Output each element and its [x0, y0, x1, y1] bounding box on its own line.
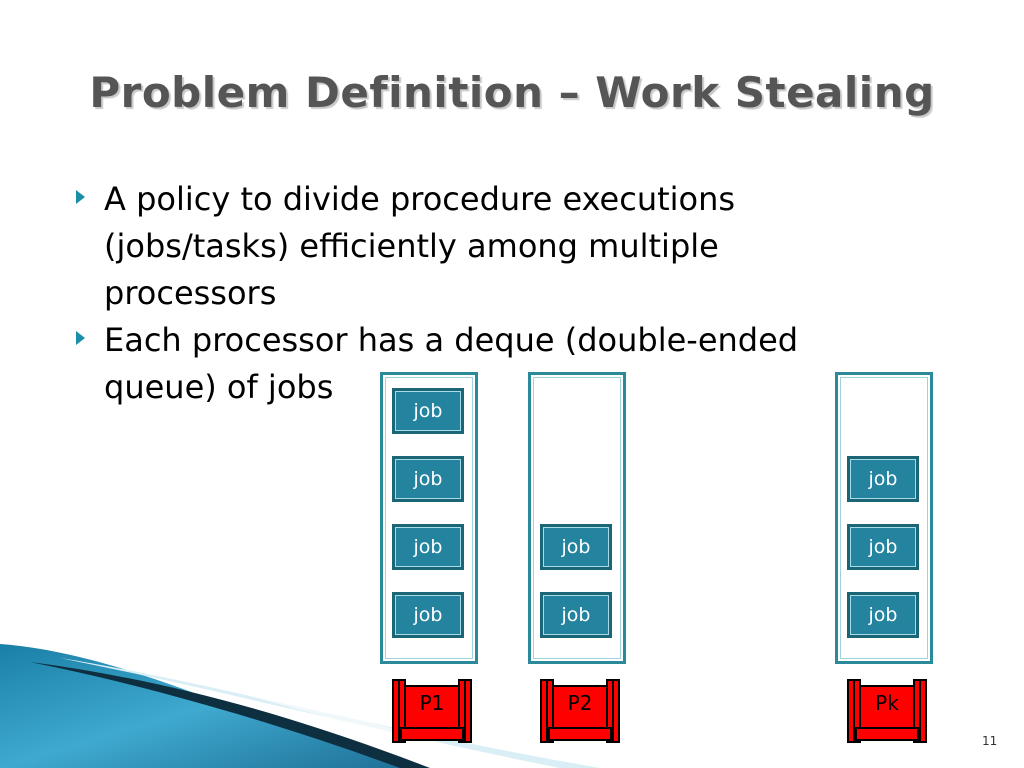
bullet-text: Each processor has a deque (double-ended…	[104, 321, 799, 406]
bullet-arrow-icon	[76, 331, 85, 345]
slide-title: Problem Definition – Work Stealing	[89, 68, 935, 117]
job-box: job	[392, 524, 464, 570]
processor-label: P2	[567, 691, 593, 715]
processor-label: P1	[419, 691, 445, 715]
processor-chip-icon	[540, 679, 620, 743]
bullet-arrow-icon	[76, 190, 85, 204]
job-box: job	[392, 456, 464, 502]
deque-p1: job job job job	[380, 372, 478, 664]
processor-chip-icon	[847, 679, 927, 743]
job-box: job	[392, 388, 464, 434]
job-box: job	[847, 592, 919, 638]
processor-label: Pk	[875, 691, 899, 715]
processor-p2: P2	[535, 678, 625, 744]
bullet-list: A policy to divide procedure executions …	[72, 176, 872, 411]
slide-number: 11	[982, 734, 998, 748]
bullet-text: A policy to divide procedure executions …	[104, 180, 736, 312]
processor-p1: P1	[387, 678, 477, 744]
decorative-wave	[0, 644, 600, 768]
job-box: job	[540, 524, 612, 570]
processor-pk: Pk	[842, 678, 932, 744]
bullet-item: Each processor has a deque (double-ended…	[72, 317, 872, 411]
job-box: job	[540, 592, 612, 638]
bullet-item: A policy to divide procedure executions …	[72, 176, 872, 317]
job-box: job	[392, 592, 464, 638]
deque-pk: job job job	[835, 372, 933, 664]
deque-p2: job job	[528, 372, 626, 664]
processor-chip-icon	[392, 679, 472, 743]
job-box: job	[847, 524, 919, 570]
job-box: job	[847, 456, 919, 502]
